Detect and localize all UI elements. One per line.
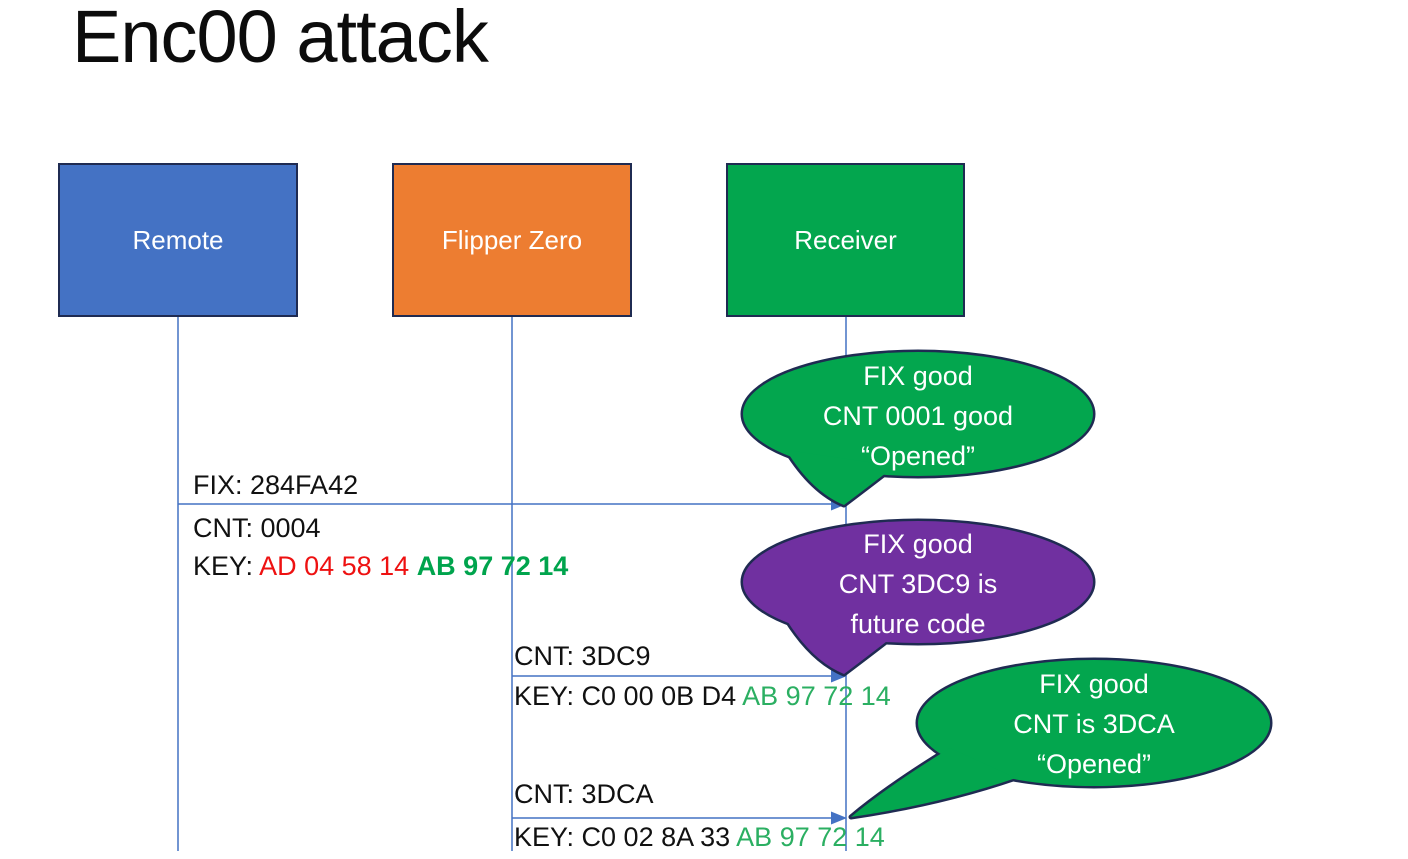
actor-box-receiver[interactable]: Receiver [726,163,965,317]
callout-line: CNT 0001 good [822,401,1014,431]
callout-line: “Opened” [860,441,976,471]
actor-label-receiver: Receiver [794,224,897,255]
key-counter-bytes: AD 04 58 14 [259,551,417,581]
callout-line: FIX good [863,361,973,391]
callout-line: FIX good [1039,669,1149,699]
callout-1-text: FIX good CNT 0001 good “Opened” [746,356,1090,476]
callout-bubble-3[interactable] [848,657,1273,820]
arrowhead-message-3 [831,811,847,825]
message-1-fix-label: FIX: 284FA42 [193,470,359,500]
callout-line: future code [850,609,986,639]
message-3-cnt-label: CNT: 3DCA [514,779,654,809]
callout-bubble-2[interactable] [740,518,1096,677]
message-2-cnt-label: CNT: 3DC9 [514,641,651,671]
key-prefix: KEY: C0 02 8A 33 [514,822,737,852]
callout-line: FIX good [863,529,973,559]
slide-title: Enc00 attack [72,0,489,78]
actor-box-flipper-zero[interactable]: Flipper Zero [392,163,632,317]
message-1-key-label: KEY: AD 04 58 14 AB 97 72 14 [193,551,568,581]
message-3-key-label: KEY: C0 02 8A 33 AB 97 72 14 [514,822,885,852]
key-fixed-bytes: AB 97 72 14 [416,551,569,581]
message-2-key-label: KEY: C0 00 0B D4 AB 97 72 14 [514,681,891,711]
callout-line: “Opened” [1036,749,1152,779]
key-fixed-bytes: AB 97 72 14 [742,681,891,711]
arrowhead-message-2 [831,669,847,683]
callout-line: CNT is 3DCA [1013,709,1175,739]
callout-3-text: FIX good CNT is 3DCA “Opened” [922,664,1266,784]
callout-2-text: FIX good CNT 3DC9 is future code [746,524,1090,644]
message-1-cnt-label: CNT: 0004 [193,513,321,543]
actor-label-remote: Remote [132,224,224,255]
callout-line: CNT 3DC9 is [838,569,998,599]
key-prefix: KEY: C0 00 0B D4 [514,681,743,711]
actor-box-remote[interactable]: Remote [58,163,298,317]
callout-bubble-1[interactable] [740,349,1096,508]
actor-label-flipper-zero: Flipper Zero [441,224,583,255]
key-fixed-bytes: AB 97 72 14 [736,822,885,852]
key-prefix: KEY: [193,551,260,581]
